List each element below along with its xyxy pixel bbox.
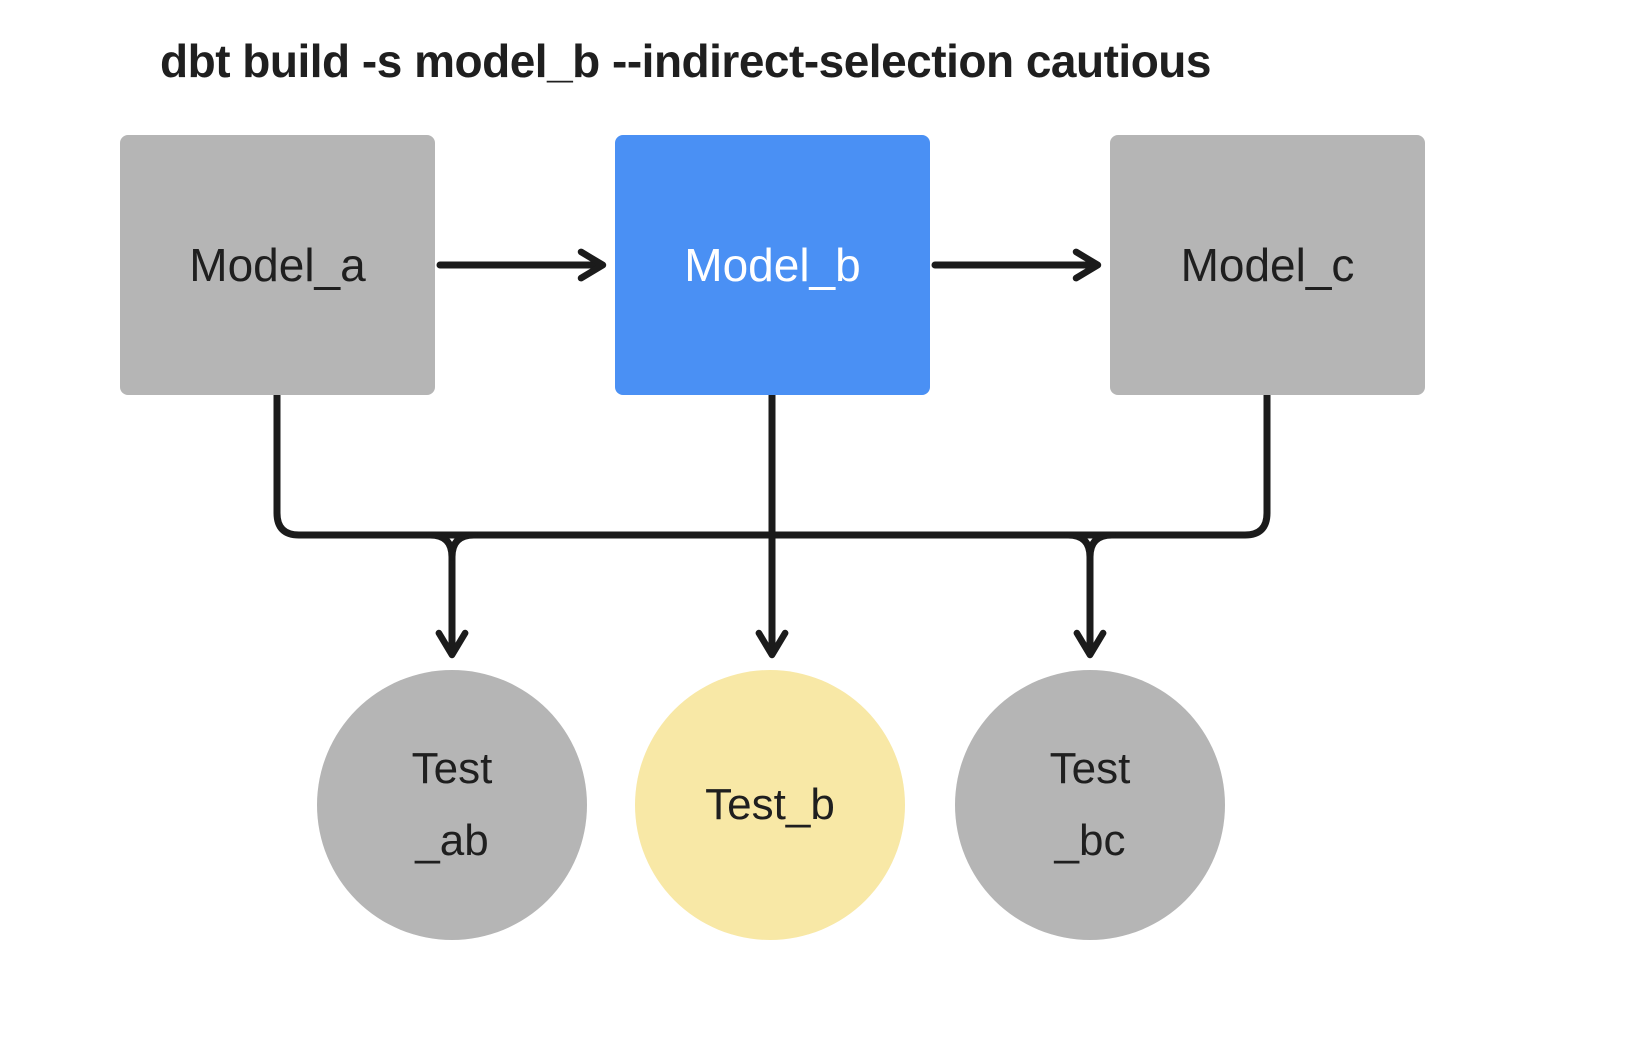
junction-fillet-test-ab (448, 531, 478, 561)
node-test-ab-label-line1: Test (411, 744, 493, 793)
node-model-a: Model_a (120, 135, 435, 395)
edge-bus-to-test-bc (1073, 531, 1116, 659)
junction-fillet-test-bc (1064, 531, 1094, 561)
node-test-bc: Test _bc (955, 670, 1225, 940)
node-model-a-label: Model_a (189, 239, 366, 291)
node-model-b-label: Model_b (684, 239, 861, 291)
node-test-b-label: Test_b (705, 780, 835, 829)
node-test-bc-label-line1: Test (1049, 744, 1131, 793)
node-model-c: Model_c (1110, 135, 1425, 395)
node-model-b: Model_b (615, 135, 930, 395)
node-test-ab: Test _ab (317, 670, 587, 940)
node-test-bc-label-line2: _bc (1054, 816, 1126, 865)
edge-bus-to-test-ab (426, 531, 469, 659)
node-test-b: Test_b (635, 670, 905, 940)
node-test-ab-label-line2: _ab (415, 816, 489, 865)
node-model-c-label: Model_c (1180, 239, 1355, 291)
diagram-title: dbt build -s model_b --indirect-selectio… (160, 35, 1211, 87)
